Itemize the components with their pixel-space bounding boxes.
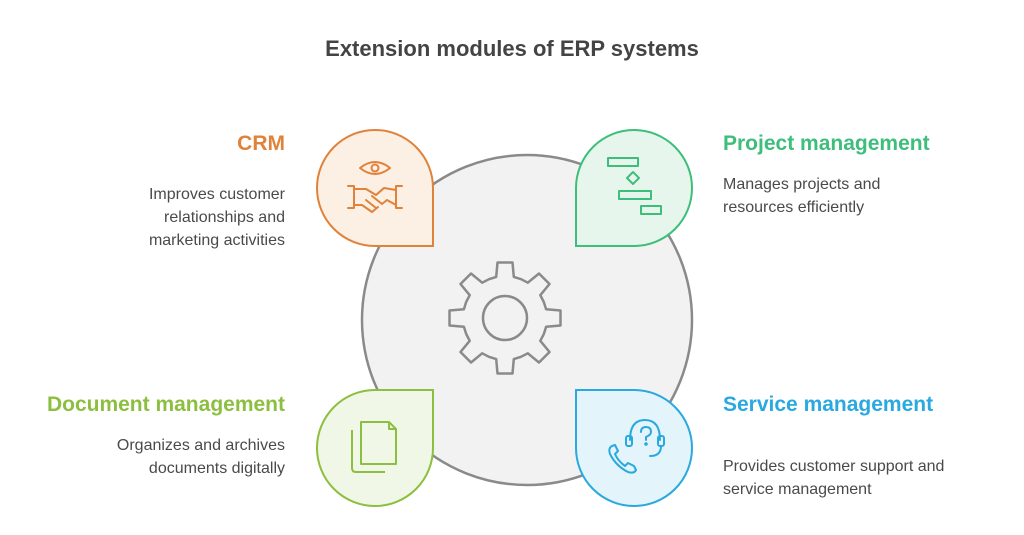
document-management-description-line: Organizes and archives (116, 437, 285, 454)
project-management-pod (575, 129, 693, 247)
project-management-description-line: resources efficiently (723, 199, 865, 216)
project-management-label: Project management (723, 132, 930, 155)
documents-icon (351, 421, 397, 473)
crm-pod (316, 129, 434, 247)
crm-description: Improves customer relationships and mark… (149, 183, 285, 252)
project-management-description-line: Manages projects and (723, 176, 881, 193)
crm-description-line: relationships and (164, 209, 285, 226)
service-management-description-line: Provides customer support and (723, 458, 945, 475)
service-management-label: Service management (723, 393, 934, 416)
document-management-pod (316, 389, 434, 507)
document-management-description: Organizes and archives documents digital… (117, 434, 285, 480)
document-management-description-line: documents digitally (148, 460, 285, 477)
crm-description-line: marketing activities (148, 232, 285, 249)
document-management-label: Document management (46, 393, 285, 416)
crm-label: CRM (237, 132, 285, 155)
headset-phone-icon (608, 419, 665, 474)
service-management-pod (575, 389, 693, 507)
eye-handshake-icon (347, 161, 403, 213)
project-management-description: Manages projects and resources efficient… (723, 173, 880, 219)
service-management-description: Provides customer support and service ma… (723, 455, 944, 501)
crm-description-line: Improves customer (148, 186, 285, 203)
diagram-title: Extension modules of ERP systems (325, 36, 699, 61)
service-management-description-line: service management (723, 481, 872, 498)
gantt-chart-icon (607, 157, 662, 215)
gear-icon (448, 261, 562, 375)
